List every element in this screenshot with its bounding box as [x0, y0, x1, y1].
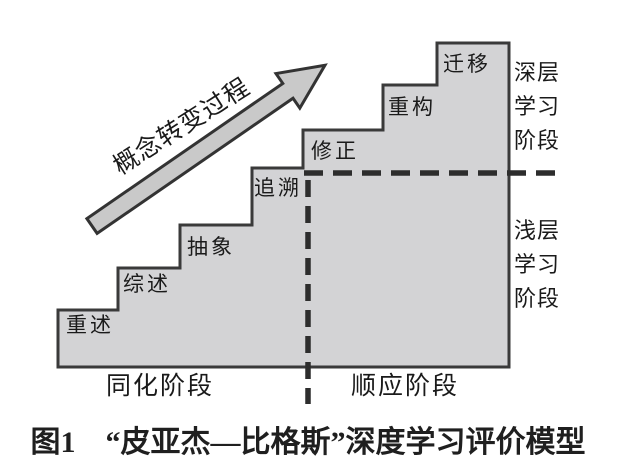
shallow-learning-stage-label: 浅层 学习 阶段: [514, 218, 561, 311]
figure-caption: 图1 “皮亚杰—比格斯”深度学习评价模型: [30, 426, 586, 457]
step-label-restate: 重述: [66, 313, 114, 337]
step-label-summarize: 综述: [123, 272, 171, 296]
step-label-transfer: 迁移: [443, 52, 491, 76]
deep-learning-stage-label: 深层 学习 阶段: [514, 60, 561, 153]
assimilation-phase-label: 同化阶段: [106, 373, 215, 400]
step-label-revise: 修正: [311, 139, 359, 163]
step-label-trace: 追溯: [254, 176, 302, 200]
step-label-abstract: 抽象: [187, 235, 235, 259]
up-arrow-shape: [84, 63, 328, 236]
staircase-shape: [56, 41, 511, 369]
accommodation-phase-label: 顺应阶段: [351, 373, 460, 400]
step-label-reconstruct: 重构: [388, 95, 436, 119]
